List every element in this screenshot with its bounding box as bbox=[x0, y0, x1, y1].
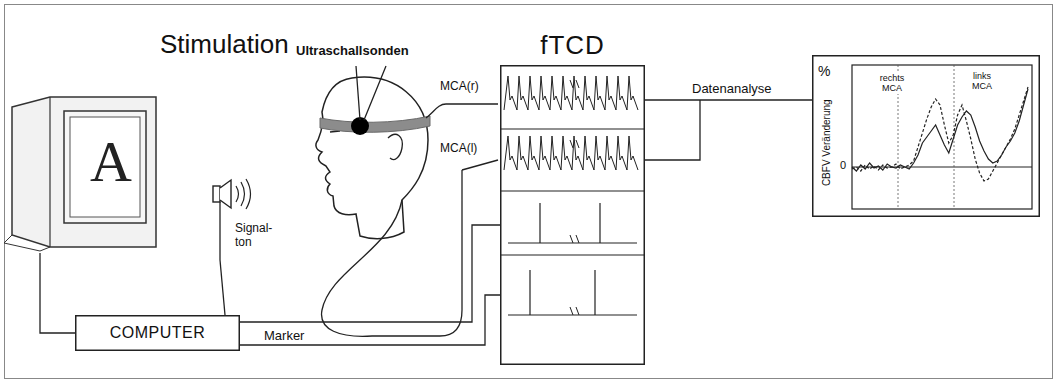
connector-line bbox=[40, 253, 75, 333]
ftcd-heading: fTCD bbox=[500, 31, 645, 61]
speaker: Signal- ton bbox=[205, 178, 277, 260]
connector-line bbox=[240, 225, 500, 322]
probe-cable bbox=[322, 170, 462, 336]
cbfv-graph: % CBFV Veränderung 0 rechts MCA links MCA bbox=[812, 55, 1040, 217]
ear bbox=[388, 134, 402, 159]
monitor: A bbox=[10, 95, 158, 253]
zero-tick: 0 bbox=[840, 159, 846, 172]
data-line bbox=[645, 100, 700, 160]
axis-unit: % bbox=[818, 63, 830, 79]
ftcd-recorder: fTCD bbox=[500, 65, 645, 365]
screen-letter: A bbox=[74, 129, 148, 196]
probe-label: Ultraschallsonden bbox=[296, 44, 409, 59]
axis-title: CBFV Veränderung bbox=[821, 98, 833, 188]
channel-label: MCA(r) bbox=[440, 80, 479, 94]
channel-label: MCA(l) bbox=[440, 142, 477, 156]
computer-label: COMPUTER bbox=[75, 315, 240, 351]
stimulation-label: Stimulation bbox=[160, 30, 289, 60]
edge-label: Datenanalyse bbox=[690, 82, 774, 97]
curve-label: links MCA bbox=[962, 71, 1002, 92]
probe-lead bbox=[356, 66, 386, 120]
connector-line bbox=[240, 295, 500, 345]
speaker-label: Signal- ton bbox=[235, 222, 279, 250]
curve-label: rechts MCA bbox=[870, 73, 914, 94]
head-band bbox=[320, 116, 430, 132]
cable-to-trace bbox=[462, 160, 498, 170]
cable-to-trace bbox=[426, 104, 498, 118]
edge-label: Marker bbox=[262, 329, 306, 344]
cbfv-graph-shape bbox=[812, 55, 1040, 217]
connector-line bbox=[645, 99, 812, 100]
computer-box: COMPUTER bbox=[75, 315, 240, 355]
ftcd-recorder-shape bbox=[500, 65, 645, 365]
connector-line bbox=[220, 260, 225, 315]
monitor-shape bbox=[10, 95, 158, 253]
